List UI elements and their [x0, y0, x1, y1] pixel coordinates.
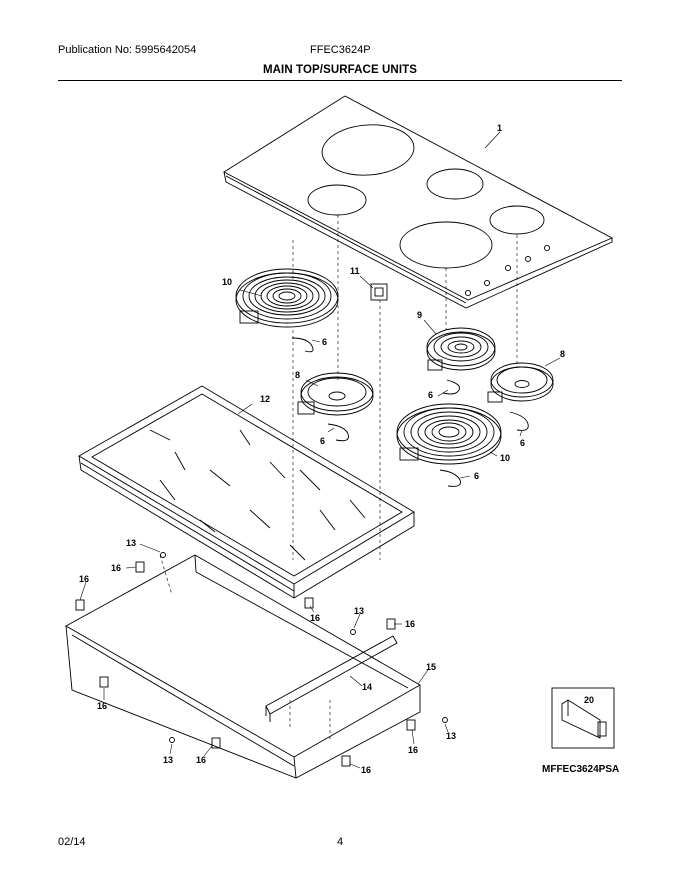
callout-6: 6 [428, 390, 433, 400]
service-kit-box [551, 687, 615, 749]
clip [135, 561, 145, 573]
clip [99, 676, 109, 688]
callout-13: 13 [163, 755, 173, 765]
clip [386, 618, 396, 630]
radiant-element-medium [426, 327, 496, 371]
wire-lead [509, 411, 529, 431]
clip [406, 719, 416, 731]
top-frame [78, 385, 415, 599]
cross-brace [265, 635, 398, 722]
callout-16: 16 [310, 613, 320, 623]
footer-page-number: 4 [337, 836, 344, 848]
callout-11: 11 [350, 266, 360, 276]
wire-lead [291, 337, 314, 353]
callout-10: 10 [222, 277, 232, 287]
title-rule [58, 80, 622, 81]
bottom-box [65, 554, 421, 779]
clip [211, 737, 221, 749]
clip [75, 599, 85, 611]
screw [169, 737, 175, 743]
clip [341, 755, 351, 767]
callout-16: 16 [361, 765, 371, 775]
leader-lines [79, 131, 561, 769]
callout-16: 16 [196, 755, 206, 765]
callout-16: 16 [79, 574, 89, 584]
callout-8: 8 [295, 370, 300, 380]
callout-16: 16 [97, 701, 107, 711]
alignment-lines [159, 215, 518, 740]
radiant-element-large-lower [396, 403, 502, 465]
callout-6: 6 [320, 436, 325, 446]
callout-12: 12 [260, 394, 270, 404]
callout-13: 13 [446, 731, 456, 741]
glass-cooktop [223, 95, 614, 309]
callout-16: 16 [405, 619, 415, 629]
wire-lead [439, 469, 461, 487]
callout-6: 6 [322, 337, 327, 347]
page-title: MAIN TOP/SURFACE UNITS [262, 64, 418, 76]
callout-13: 13 [354, 606, 364, 616]
callout-20: 20 [584, 695, 594, 705]
callout-14: 14 [362, 682, 372, 692]
publication-number: Publication No: 5995642054 [58, 44, 197, 56]
radiant-element-small-left [297, 372, 374, 416]
screw [350, 629, 356, 635]
callout-15: 15 [426, 662, 436, 672]
callout-13: 13 [126, 538, 136, 548]
callout-16: 16 [408, 745, 418, 755]
clip [304, 597, 314, 609]
callout-6: 6 [520, 438, 525, 448]
callout-10: 10 [500, 453, 510, 463]
service-kit-label: MFFEC3624PSA [542, 764, 619, 775]
screw [442, 717, 448, 723]
callout-9: 9 [417, 310, 422, 320]
callout-1: 1 [497, 123, 502, 133]
model-number: FFEC3624P [310, 44, 371, 56]
footer-date: 02/14 [58, 836, 86, 848]
callout-6: 6 [474, 471, 479, 481]
callout-16: 16 [111, 563, 121, 573]
radiant-element-large-upper [235, 268, 339, 328]
wire-lead [327, 423, 349, 442]
radiant-element-small-right [487, 362, 554, 403]
limit-switch [370, 283, 388, 301]
callout-8: 8 [560, 349, 565, 359]
screw [160, 552, 166, 558]
wire-lead [442, 379, 460, 395]
